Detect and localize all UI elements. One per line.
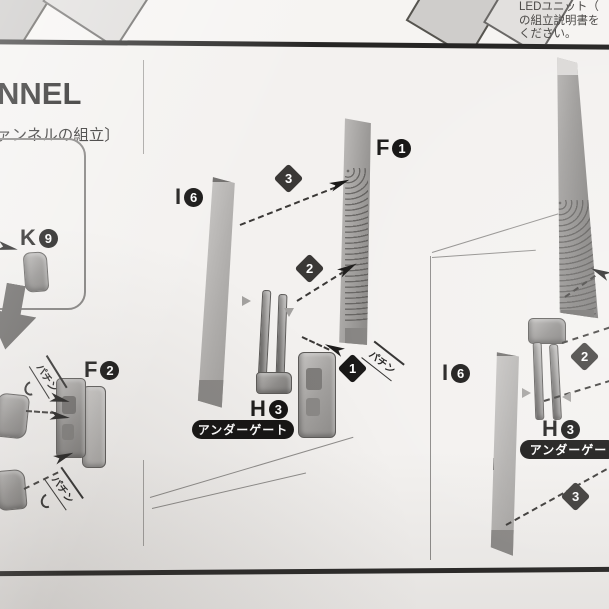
leader-line bbox=[149, 436, 354, 498]
gate-mark bbox=[197, 283, 198, 298]
part-k9 bbox=[22, 251, 50, 293]
undergate-tag-right: アンダーゲー bbox=[520, 440, 609, 459]
fork-base bbox=[256, 372, 292, 394]
part-fork-center bbox=[250, 286, 298, 394]
snap-fx: パチン bbox=[361, 340, 405, 382]
part-i6-blade-right bbox=[490, 352, 519, 556]
part-number: 2 bbox=[100, 360, 120, 380]
gate-mark bbox=[490, 458, 495, 471]
undergate-text: アンダーゲート bbox=[197, 423, 289, 437]
part-number: 9 bbox=[38, 228, 58, 248]
blade-mech-texture bbox=[557, 199, 596, 319]
step-2-marker-right: 2 bbox=[569, 341, 600, 372]
part-number: 3 bbox=[268, 399, 288, 419]
part-h3-center bbox=[298, 352, 336, 438]
part-letter: H bbox=[542, 416, 558, 441]
blade-top-edge bbox=[208, 177, 235, 182]
fork-prong bbox=[275, 293, 288, 381]
part-letter: H bbox=[250, 396, 266, 421]
part-letter: F bbox=[84, 357, 98, 382]
part-h3-detail bbox=[306, 398, 320, 416]
part-h3-detail bbox=[306, 368, 322, 390]
undergate-text: アンダーゲー bbox=[529, 443, 608, 457]
align-triangle-icon bbox=[242, 296, 251, 306]
blade-dark-tip bbox=[490, 530, 515, 556]
inset-wedge-line bbox=[431, 249, 536, 258]
part-label-f2: F 2 bbox=[84, 357, 120, 383]
part-letter: F bbox=[376, 135, 390, 160]
step-2-marker: 2 bbox=[294, 253, 325, 284]
part-number: 6 bbox=[184, 187, 204, 207]
note-line: LEDユニット（ bbox=[519, 1, 599, 13]
right-panel-divider bbox=[430, 256, 431, 560]
blade-top-edge bbox=[495, 352, 519, 357]
inset-wedge-line bbox=[431, 213, 559, 253]
previous-panel-art bbox=[0, 0, 609, 44]
part-f2-back bbox=[82, 386, 106, 468]
part-f1-blade bbox=[339, 118, 371, 345]
assembly-dash-line bbox=[301, 336, 330, 351]
undergate-tag-center: アンダーゲート bbox=[192, 420, 294, 439]
blade-foot bbox=[561, 309, 595, 319]
k9-callout-box bbox=[0, 138, 86, 310]
left-panel-divider bbox=[143, 460, 144, 546]
part-f2-detail bbox=[62, 424, 74, 440]
part-letter: I bbox=[175, 184, 182, 209]
note-line: ください。 bbox=[519, 28, 577, 40]
part-number: 6 bbox=[451, 363, 471, 383]
part-label-k9: K 9 bbox=[20, 225, 58, 251]
panel-border-bottom bbox=[0, 566, 609, 576]
assembly-dash-line bbox=[505, 468, 608, 526]
part-i6-blade-center bbox=[197, 177, 235, 408]
fork-prong bbox=[532, 341, 545, 421]
art-stripe bbox=[42, 0, 162, 44]
led-unit-note: LEDユニット（ の組立説明書を ください。 bbox=[519, 1, 609, 42]
blade-foot bbox=[345, 328, 367, 345]
align-triangle-icon bbox=[522, 388, 531, 398]
part-label-i6-right: I 6 bbox=[442, 360, 471, 386]
align-triangle-icon bbox=[284, 308, 294, 317]
small-part bbox=[0, 392, 31, 440]
assembly-dash-line bbox=[25, 410, 56, 415]
align-triangle-icon bbox=[562, 392, 571, 402]
blade-mech-texture bbox=[345, 167, 369, 324]
blade-dark-tip bbox=[197, 379, 229, 408]
part-number: 1 bbox=[392, 138, 412, 158]
snap-text: パチン bbox=[366, 349, 397, 377]
part-label-f1: F 1 bbox=[376, 135, 412, 161]
part-number: 3 bbox=[560, 419, 580, 439]
snap-fx: パチン bbox=[30, 466, 84, 520]
leader-line bbox=[151, 472, 307, 509]
part-label-h3-right: H 3 bbox=[542, 416, 580, 442]
part-fork-right bbox=[526, 316, 570, 421]
header-divider bbox=[143, 60, 144, 154]
part-letter: I bbox=[442, 360, 449, 385]
section-title: NNEL bbox=[0, 76, 82, 111]
part-label-h3-center: H 3 bbox=[250, 396, 288, 422]
fork-base bbox=[528, 318, 566, 344]
part-letter: K bbox=[20, 225, 36, 250]
part-f2-detail bbox=[62, 396, 76, 414]
blade-light-tip bbox=[557, 57, 581, 76]
part-label-i6-center: I 6 bbox=[175, 184, 204, 210]
fork-prong bbox=[549, 343, 562, 421]
fork-prong bbox=[257, 289, 272, 381]
step-3-marker: 3 bbox=[273, 163, 304, 194]
snap-text: パチン bbox=[33, 362, 60, 394]
note-line: の組立説明書を bbox=[519, 14, 600, 27]
